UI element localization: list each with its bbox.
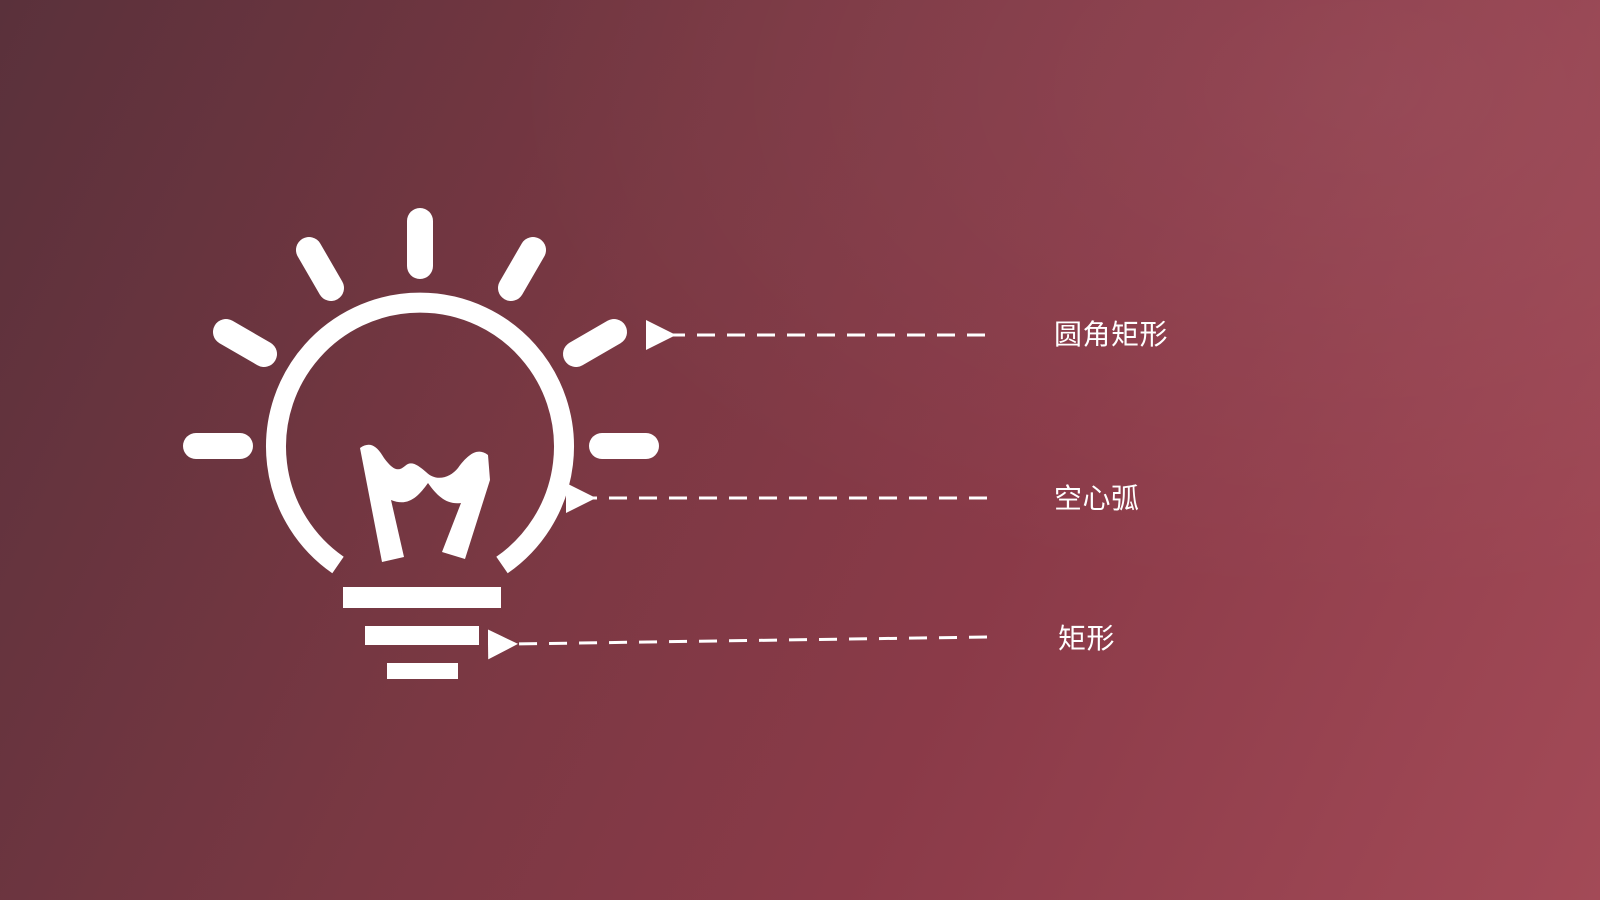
base-bar-1 <box>343 587 501 608</box>
label-rectangle: 矩形 <box>1058 622 1116 655</box>
bulb-arc <box>266 292 574 574</box>
label-hollow-arc: 空心弧 <box>1054 482 1140 515</box>
arrow-rectangle <box>487 629 988 660</box>
lightbulb-icon <box>183 208 659 679</box>
light-rays <box>183 208 659 459</box>
label-rounded-rectangle: 圆角矩形 <box>1054 318 1169 351</box>
bulb-base <box>343 587 501 679</box>
ray-upper-right <box>498 237 546 301</box>
filament <box>360 444 490 562</box>
base-bar-2 <box>365 626 479 645</box>
annotation-arrows <box>487 320 988 660</box>
base-bar-3 <box>387 663 458 679</box>
ray-upper-left <box>296 237 344 301</box>
ray-mid-right <box>563 319 627 367</box>
ray-mid-left <box>213 319 277 367</box>
